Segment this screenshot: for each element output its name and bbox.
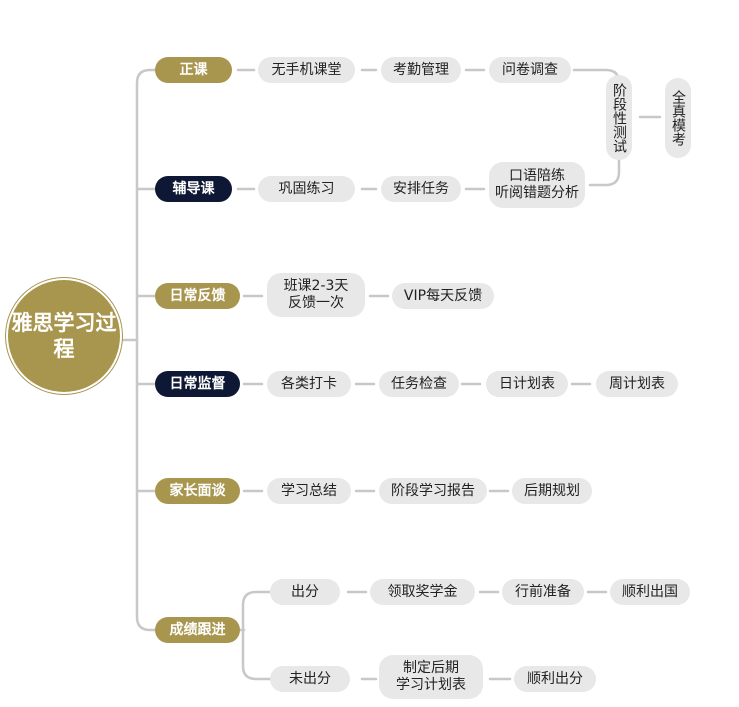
merge-stage-test[interactable]: 阶段性测试 xyxy=(606,75,632,160)
leaf-assign-tasks[interactable]: 安排任务 xyxy=(381,176,461,202)
leaf-scholarship[interactable]: 领取奖学金 xyxy=(370,579,475,605)
branch-zhengke[interactable]: 正课 xyxy=(155,57,232,83)
leaf-daily-plan[interactable]: 日计划表 xyxy=(486,371,568,397)
branch-daily-feedback[interactable]: 日常反馈 xyxy=(155,283,240,309)
sub-scored[interactable]: 出分 xyxy=(270,579,340,605)
leaf-make-study-plan[interactable]: 制定后期 学习计划表 xyxy=(379,655,483,699)
merge-label: 阶段性测试 xyxy=(611,82,627,153)
leaf-consolidation[interactable]: 巩固练习 xyxy=(258,176,355,202)
root-node[interactable]: 雅思学习过程 xyxy=(8,280,120,392)
leaf-get-score[interactable]: 顺利出分 xyxy=(514,666,596,692)
branch-score-followup[interactable]: 成绩跟进 xyxy=(155,617,240,643)
leaf-stage-report[interactable]: 阶段学习报告 xyxy=(379,478,487,504)
leaf-summary[interactable]: 学习总结 xyxy=(267,478,351,504)
leaf-departure-prep[interactable]: 行前准备 xyxy=(502,579,584,605)
leaf-weekly-plan[interactable]: 周计划表 xyxy=(596,371,678,397)
leaf-no-phone-class[interactable]: 无手机课堂 xyxy=(258,57,355,83)
branch-daily-supervision[interactable]: 日常监督 xyxy=(155,371,240,397)
leaf-full-mock-exam[interactable]: 全真模考 xyxy=(665,78,691,158)
leaf-go-abroad[interactable]: 顺利出国 xyxy=(610,579,690,605)
mock-exam-label: 全真模考 xyxy=(670,90,686,146)
leaf-survey[interactable]: 问卷调查 xyxy=(489,57,571,83)
leaf-attendance[interactable]: 考勤管理 xyxy=(381,57,461,83)
leaf-task-check[interactable]: 任务检查 xyxy=(379,371,459,397)
branch-parent-meeting[interactable]: 家长面谈 xyxy=(155,478,240,504)
sub-not-scored[interactable]: 未出分 xyxy=(270,666,350,692)
leaf-class-feedback[interactable]: 班课2-3天 反馈一次 xyxy=(267,273,365,317)
branch-fudaoke[interactable]: 辅导课 xyxy=(155,176,232,202)
leaf-future-plan[interactable]: 后期规划 xyxy=(512,478,592,504)
leaf-speaking-error-analysis[interactable]: 口语陪练 听阅错题分析 xyxy=(489,162,585,208)
leaf-vip-feedback[interactable]: VIP每天反馈 xyxy=(392,283,494,309)
leaf-checkins[interactable]: 各类打卡 xyxy=(267,371,351,397)
